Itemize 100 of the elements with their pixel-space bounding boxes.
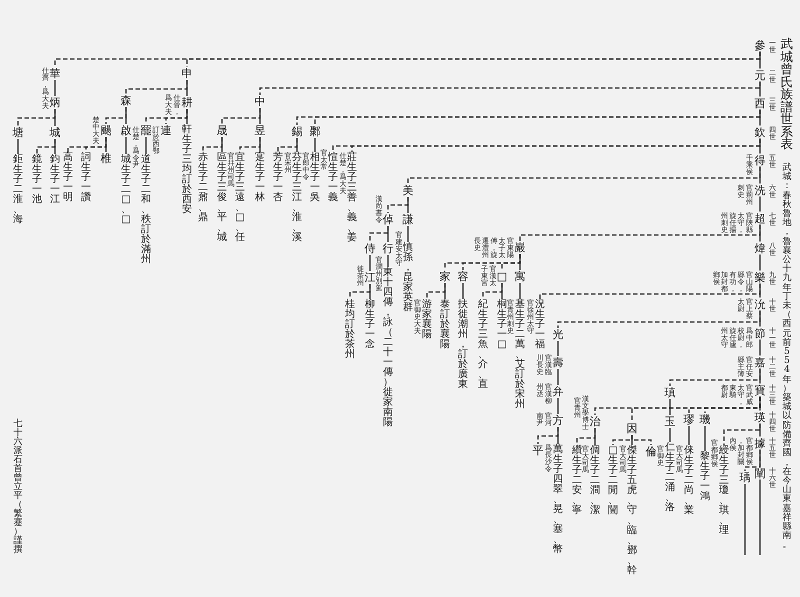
name-text: 萬生子四翠、晃、塞、幣 bbox=[552, 445, 564, 555]
name-text: 寓 bbox=[514, 271, 526, 282]
lineage-line bbox=[669, 399, 671, 415]
lineage-line bbox=[17, 139, 19, 154]
name-text: 據 bbox=[754, 438, 766, 448]
name-text: 愃生子一義 bbox=[328, 153, 338, 203]
lineage-line bbox=[36, 139, 56, 154]
lineage-line bbox=[669, 368, 761, 386]
name-text: 況生子一福 bbox=[534, 300, 546, 350]
lineage-line bbox=[125, 80, 188, 94]
name-text: 纘生子二安、寧 bbox=[572, 446, 582, 516]
name-text: □ bbox=[496, 271, 508, 282]
name-text: 游家襄陽 bbox=[422, 300, 432, 340]
name-text: 洗 bbox=[754, 184, 766, 196]
lineage-line bbox=[277, 138, 298, 152]
name-text: 紀生子三魚、介、直 bbox=[478, 300, 488, 390]
lineage-line bbox=[145, 109, 188, 124]
name-text: 連 bbox=[160, 125, 172, 136]
lineage-line bbox=[444, 254, 521, 270]
name-text: 弁 bbox=[552, 386, 564, 397]
name-text: 侍 bbox=[364, 243, 376, 254]
name-text: 啟 bbox=[120, 125, 132, 136]
name-text: 寶 bbox=[754, 384, 766, 396]
name-text: 華 bbox=[49, 68, 61, 79]
name-text: 區生子三俊、平、城 bbox=[216, 153, 227, 243]
name-text: 詞生子一讚 bbox=[80, 153, 92, 203]
name-text: 綬生子三瓊、琪、理 bbox=[718, 446, 730, 536]
name-text: 西 bbox=[754, 98, 766, 108]
name-text: 鈞生子一江 bbox=[50, 155, 60, 205]
name-text: 芳生子一杏 bbox=[272, 153, 284, 203]
name-text: 颺 bbox=[100, 125, 112, 136]
lineage-line bbox=[688, 426, 690, 445]
name-text: 沇 bbox=[754, 298, 766, 310]
name-text: 倜生子二澗、潔 bbox=[590, 446, 600, 516]
name-text: 謙 bbox=[402, 214, 414, 225]
lineage-line bbox=[631, 435, 652, 445]
name-text: 嘉 bbox=[754, 356, 766, 368]
name-text: 參 bbox=[754, 40, 766, 50]
name-text: 高生子一明 bbox=[62, 153, 74, 203]
name-text: 中 bbox=[254, 96, 266, 107]
name-text: 玉 bbox=[664, 416, 676, 427]
name-text: 壽 bbox=[552, 357, 564, 368]
name-text: 宜生子三遠、□、任 bbox=[234, 153, 246, 243]
lineage-line bbox=[125, 137, 127, 154]
name-text: 江 bbox=[364, 272, 376, 283]
name-text: 莊生子三善、義、姜 bbox=[346, 153, 358, 243]
name-text: 扶徙潮州，訂於廣東 bbox=[458, 300, 468, 390]
lineage-line bbox=[17, 109, 56, 126]
name-text: 煒 bbox=[754, 242, 766, 254]
name-text: 錫 bbox=[291, 126, 303, 137]
lineage-line bbox=[314, 138, 316, 152]
description-text: 武城：春秋魯地，魯襄公十九年丁未（西元前554年）築城以防備齊國，在今山東嘉祥縣南。 bbox=[782, 163, 792, 550]
name-text: 桂均訂於茶州 bbox=[344, 300, 356, 360]
name-text: 耕 bbox=[181, 97, 193, 108]
lineage-line bbox=[407, 226, 409, 242]
name-text: 家 bbox=[439, 271, 451, 282]
name-text: 得 bbox=[754, 154, 766, 166]
name-text: 節 bbox=[754, 328, 766, 338]
lineage-line bbox=[387, 197, 409, 213]
name-text: 璣 bbox=[699, 414, 711, 425]
name-text: 光 bbox=[552, 329, 564, 340]
name-text: 俫生子二尚、業 bbox=[684, 446, 694, 516]
lineage-line bbox=[669, 428, 671, 442]
lineage-line bbox=[759, 480, 761, 555]
lineage-line bbox=[482, 283, 503, 299]
name-text: 慎孫，昆家英群 bbox=[402, 243, 414, 313]
name-text: 美 bbox=[402, 185, 414, 196]
name-text: 鉅生子二淮、海 bbox=[12, 155, 24, 225]
name-text: 容 bbox=[457, 271, 469, 282]
lineage-line bbox=[759, 254, 761, 270]
lineage-line bbox=[759, 340, 761, 356]
lineage-line bbox=[557, 310, 761, 328]
name-text: 瑀 bbox=[739, 472, 751, 483]
name-text: 瑱 bbox=[664, 387, 676, 398]
name-text: 柳生子一念 bbox=[364, 300, 376, 350]
name-text: 鄹 bbox=[309, 126, 321, 137]
name-text: 倫 bbox=[645, 446, 657, 457]
lineage-line bbox=[54, 52, 761, 67]
lineage-line bbox=[557, 369, 559, 385]
name-text: 闡 bbox=[754, 468, 766, 478]
name-text: 昱 bbox=[254, 125, 266, 136]
name-text: 超 bbox=[754, 212, 766, 224]
lineage-line bbox=[557, 341, 559, 356]
name-text: 申 bbox=[181, 68, 193, 79]
name-text: 相生子一吳 bbox=[310, 153, 320, 203]
lineage-line bbox=[576, 428, 596, 445]
name-text: 倬 bbox=[382, 214, 394, 225]
lineage-line bbox=[519, 224, 761, 241]
lineage-line bbox=[221, 108, 261, 124]
lineage-line bbox=[67, 137, 107, 152]
lineage-line bbox=[744, 484, 746, 555]
name-text: 椎 bbox=[100, 153, 112, 164]
name-text: 璆 bbox=[683, 414, 695, 425]
title: 武城曾氏族譜世系表 bbox=[780, 38, 794, 150]
name-text: 治 bbox=[589, 416, 601, 427]
name-text: □生子二閒、闓 bbox=[608, 446, 618, 516]
lineage-line bbox=[594, 396, 761, 415]
name-text: 欽 bbox=[754, 126, 766, 138]
name-text: 基生子二萬、艾訂於宋州 bbox=[514, 300, 526, 410]
name-text: 鏡生子一池 bbox=[32, 155, 42, 205]
